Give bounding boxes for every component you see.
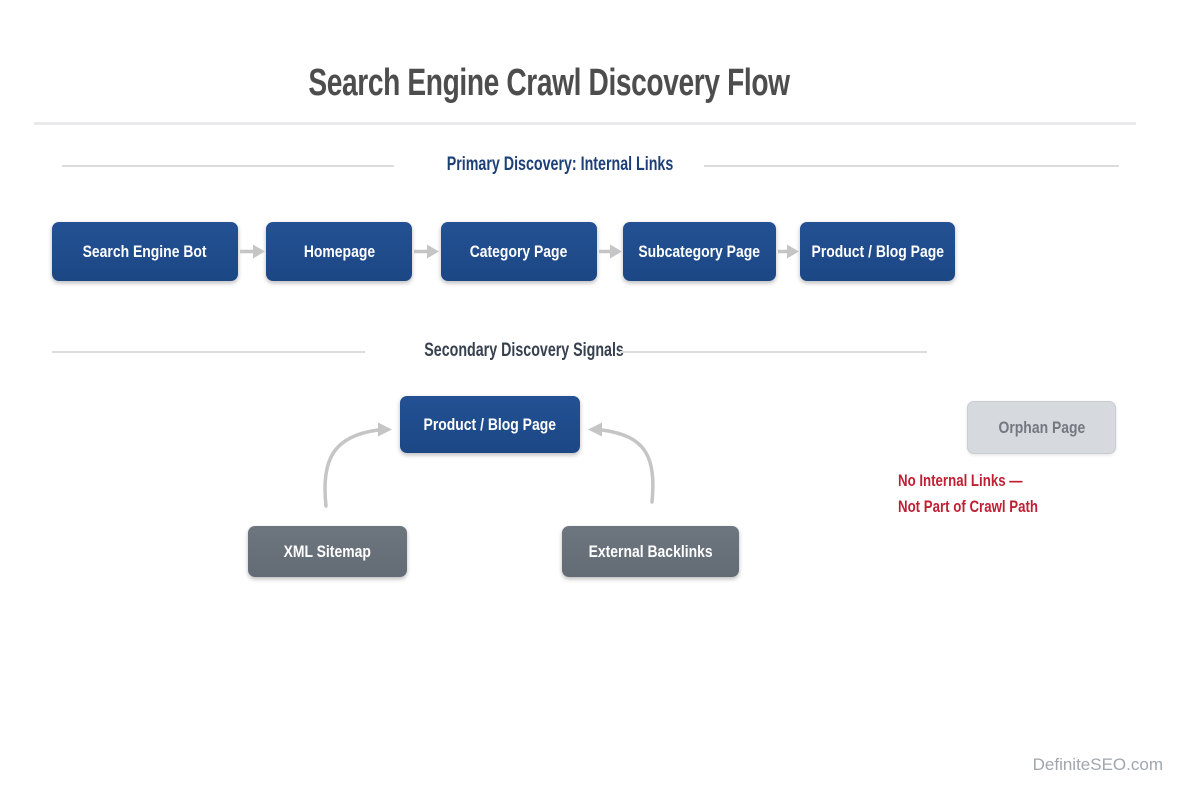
arrow-subcategory-to-product-icon bbox=[778, 244, 799, 259]
arrow-homepage-to-category-icon bbox=[414, 244, 439, 259]
node-product-blog-page: Product / Blog Page bbox=[800, 222, 955, 281]
node-homepage: Homepage bbox=[266, 222, 412, 281]
orphan-warning-note: No Internal Links — Not Part of Crawl Pa… bbox=[898, 468, 1116, 520]
node-category-page: Category Page bbox=[441, 222, 597, 281]
arrow-backlinks-to-product-icon bbox=[588, 422, 655, 504]
secondary-heading-rule-left bbox=[52, 351, 365, 353]
arrow-bot-to-homepage-icon bbox=[240, 244, 265, 259]
node-subcategory-page: Subcategory Page bbox=[623, 222, 776, 281]
node-xml-sitemap: XML Sitemap bbox=[248, 526, 407, 577]
watermark: DefiniteSEO.com bbox=[1032, 755, 1163, 774]
orphan-note-line1: No Internal Links — bbox=[898, 471, 1023, 490]
secondary-heading-rule-right bbox=[620, 351, 927, 353]
node-product-blog-page-target: Product / Blog Page bbox=[400, 396, 580, 453]
primary-heading-rule-left bbox=[62, 165, 394, 167]
node-external-backlinks: External Backlinks bbox=[562, 526, 739, 577]
primary-heading-rule-right bbox=[704, 165, 1119, 167]
primary-section-heading: Primary Discovery: Internal Links bbox=[446, 154, 674, 175]
secondary-section-heading: Secondary Discovery Signals bbox=[424, 340, 624, 361]
page-title: Search Engine Crawl Discovery Flow bbox=[308, 62, 790, 104]
title-divider bbox=[34, 122, 1136, 125]
arrow-category-to-subcategory-icon bbox=[599, 244, 622, 259]
arrow-sitemap-to-product-icon bbox=[323, 422, 392, 508]
node-search-engine-bot: Search Engine Bot bbox=[52, 222, 238, 281]
orphan-note-line2: Not Part of Crawl Path bbox=[898, 497, 1038, 516]
node-orphan-page: Orphan Page bbox=[967, 401, 1116, 454]
